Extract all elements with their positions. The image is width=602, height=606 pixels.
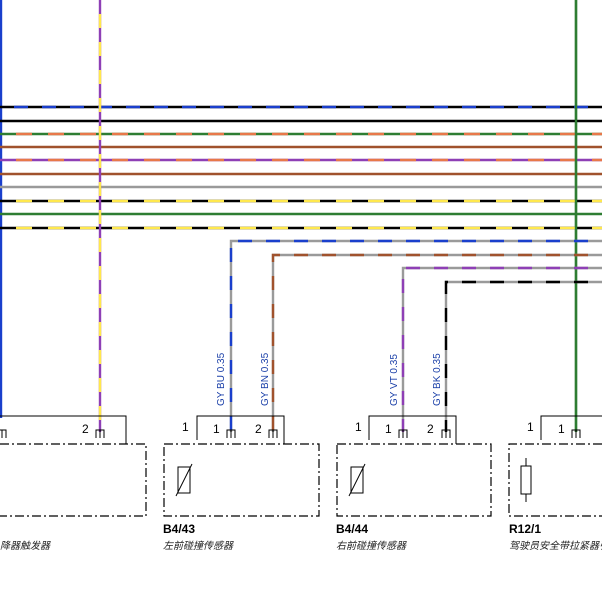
- component-r12-1: 1 1 R12/1 驾驶员安全带拉紧器引: [508, 415, 602, 552]
- wire-gy-bu-branch: [229, 239, 602, 432]
- pin-label: 2: [82, 422, 89, 436]
- wire-label-gy-bn: GY BN 0.35: [260, 352, 271, 406]
- wire-gy-vt-branch: [401, 266, 602, 432]
- pin-label-2: 2: [255, 422, 262, 436]
- sensor-symbol: [175, 463, 193, 497]
- pin-label-2: 2: [427, 422, 434, 436]
- component-name: 右前碰撞传感器: [336, 540, 407, 552]
- wire-label-gy-bu: GY BU 0.35: [216, 352, 227, 406]
- wire-bundle-horizontal: [0, 105, 602, 230]
- component-b4-43: 1 1 2 B4/43 左前碰撞传感器: [163, 415, 320, 552]
- component-b4-44: 1 1 2 B4/44 右前碰撞传感器: [336, 415, 492, 552]
- pin-label-outer: 1: [355, 420, 362, 434]
- component-left-trigger: 2 降器触发器: [0, 415, 147, 552]
- pin-label-outer: 1: [182, 420, 189, 434]
- component-code: B4/43: [163, 522, 195, 536]
- component-name: 驾驶员安全带拉紧器引: [509, 540, 602, 552]
- wire-label-gy-bk: GY BK 0.35: [432, 353, 443, 406]
- pin-label-1: 1: [558, 422, 565, 436]
- pin-label-outer: 1: [527, 420, 534, 434]
- sensor-symbol: [348, 463, 366, 497]
- wire-label-gy-vt: GY VT 0.35: [389, 354, 400, 406]
- component-name: 降器触发器: [0, 540, 51, 552]
- wire-gy-bn-branch: [271, 253, 602, 432]
- component-code: R12/1: [509, 522, 541, 536]
- resistor-symbol: [520, 458, 532, 502]
- pin-label-1: 1: [213, 422, 220, 436]
- wire-gy-bk-branch: [444, 280, 602, 432]
- component-name: 左前碰撞传感器: [163, 540, 234, 552]
- pin-label-1: 1: [385, 422, 392, 436]
- component-code: B4/44: [336, 522, 368, 536]
